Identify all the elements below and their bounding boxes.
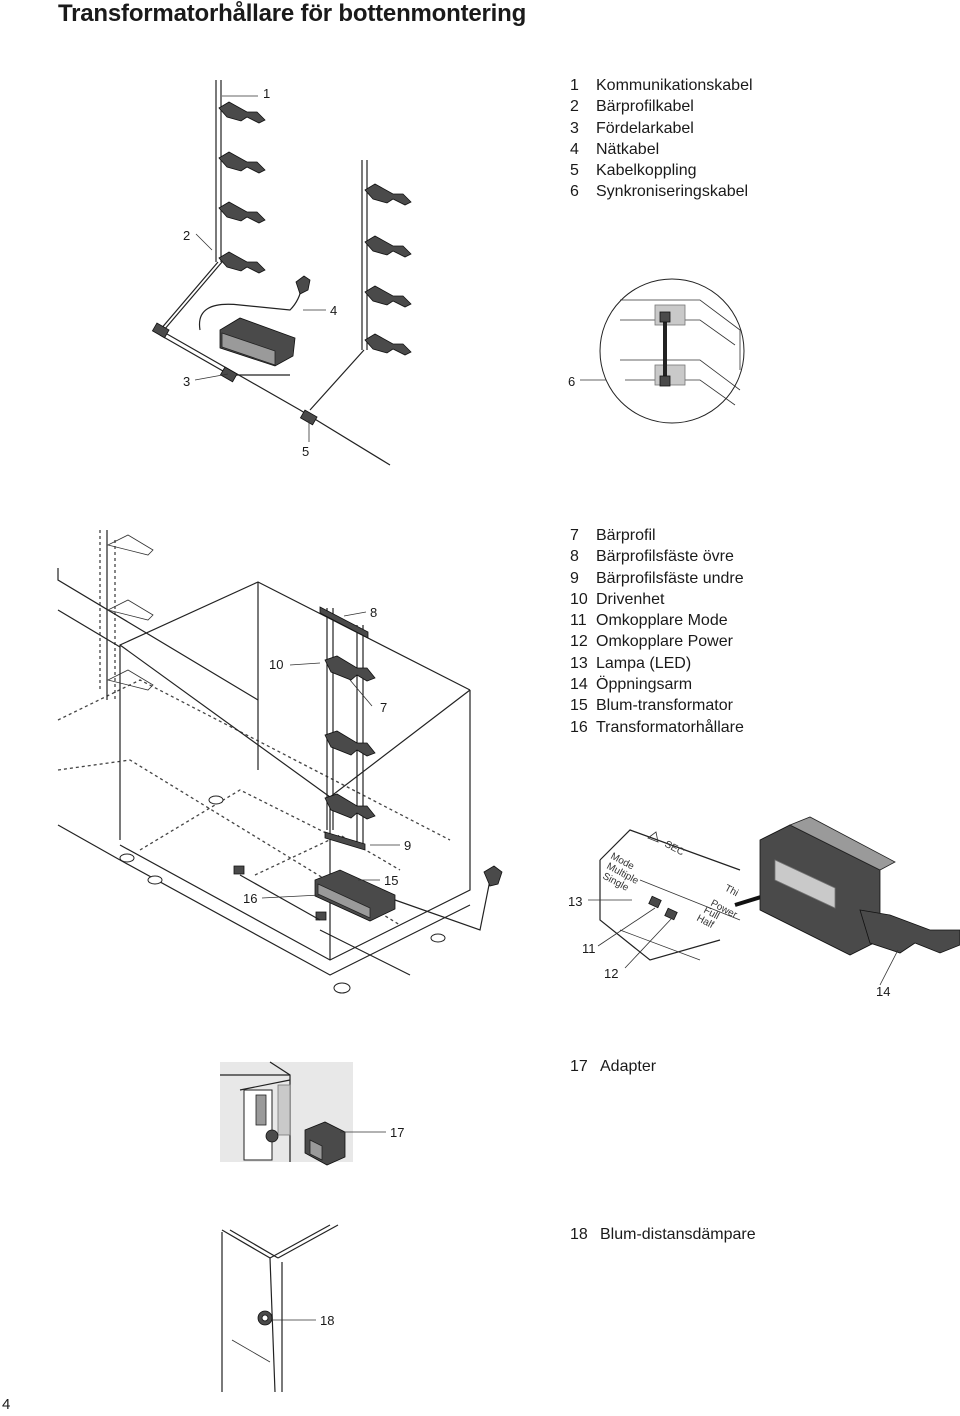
callout-12: 12 <box>604 966 619 981</box>
damper-part <box>257 1310 273 1326</box>
adapter-part <box>304 1121 346 1166</box>
page-title: Transformatorhållare för bottenmontering <box>58 0 527 27</box>
callout-1: 1 <box>263 86 271 101</box>
callout-11: 11 <box>582 941 596 956</box>
callout-13: 13 <box>568 894 583 909</box>
callout-9: 9 <box>404 838 412 853</box>
cabinet-illustration <box>57 530 503 994</box>
transformer <box>314 869 396 922</box>
callout-15: 15 <box>384 873 399 888</box>
page-number: 4 <box>2 1396 11 1413</box>
callout-4: 4 <box>330 303 338 318</box>
callout-5: 5 <box>302 444 310 459</box>
callout-7: 7 <box>380 700 388 715</box>
thi-label: Thi <box>723 883 740 899</box>
callout-14: 14 <box>876 984 891 999</box>
transformer <box>219 317 296 367</box>
callout-3: 3 <box>183 374 191 389</box>
callout-17: 17 <box>390 1125 405 1140</box>
profile-clip <box>218 101 266 274</box>
profile-clip <box>364 183 412 356</box>
callout-10: 10 <box>269 657 284 672</box>
cable-system-illustration <box>151 80 660 466</box>
callout-2: 2 <box>183 228 191 243</box>
callout-8: 8 <box>370 605 378 620</box>
callout-6: 6 <box>568 374 576 389</box>
callout-18: 18 <box>320 1313 335 1328</box>
sync-cable-detail <box>599 278 745 424</box>
drive-unit <box>324 655 376 820</box>
drive-detail-illustration <box>588 816 960 986</box>
adapter-illustration <box>220 1061 386 1166</box>
callout-16: 16 <box>243 891 258 906</box>
sec-label: SEC <box>663 839 686 858</box>
damper-illustration <box>221 1224 339 1393</box>
